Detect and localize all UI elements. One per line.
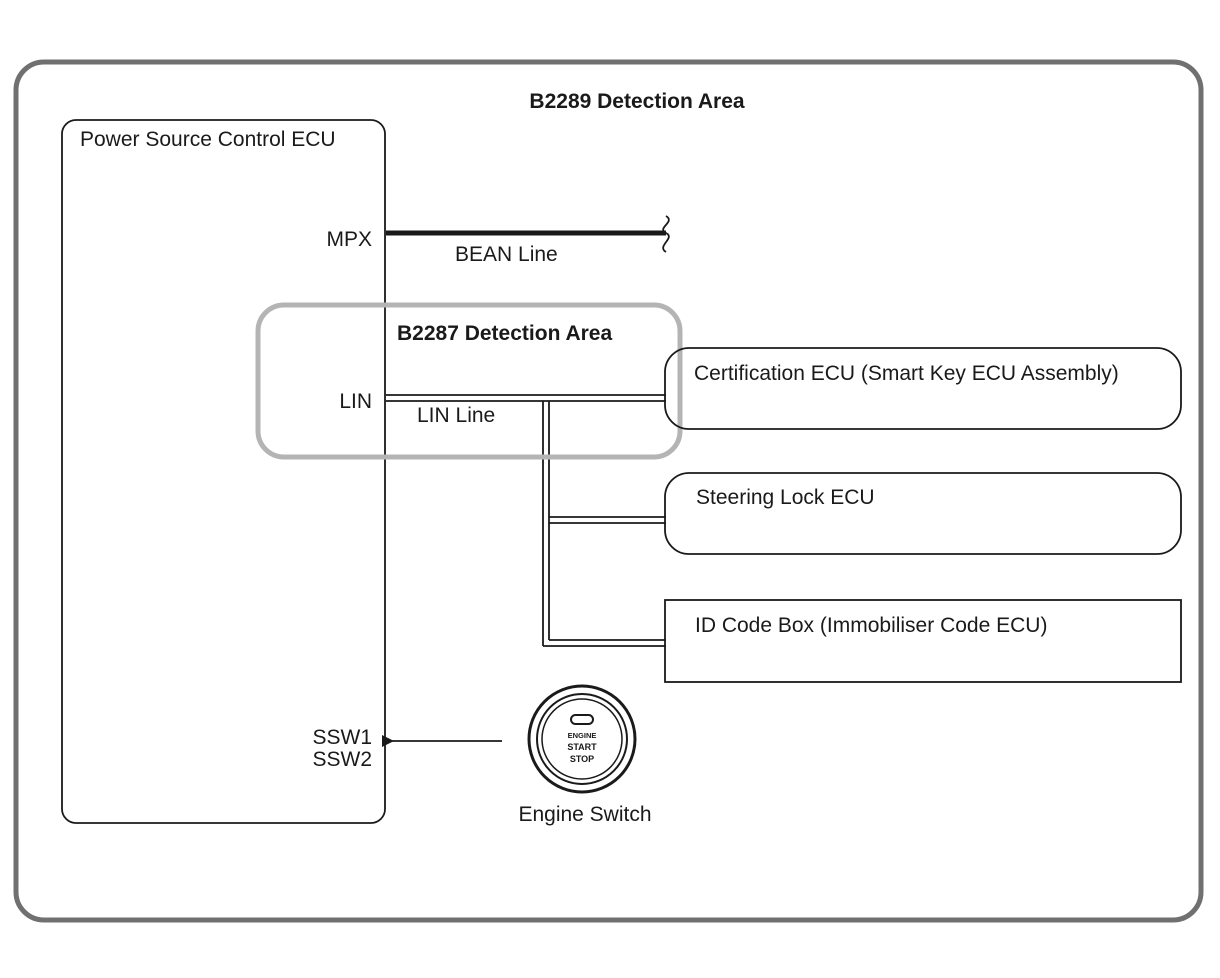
steering-lock-ecu-label: Steering Lock ECU [696, 486, 875, 509]
bean-line-label: BEAN Line [455, 243, 558, 266]
engine-switch-icon: ENGINE START STOP [527, 684, 637, 794]
svg-text:STOP: STOP [570, 754, 594, 764]
pin-ssw1: SSW1 [312, 726, 372, 749]
lin-line-label: LIN Line [417, 404, 495, 427]
b2287-detection-area-frame [255, 302, 683, 460]
svg-text:START: START [567, 742, 597, 752]
pin-ssw2: SSW2 [312, 748, 372, 771]
certification-ecu-label: Certification ECU (Smart Key ECU Assembl… [694, 362, 1119, 385]
b2289-detection-area-frame [13, 59, 1204, 923]
id-code-box [664, 599, 1182, 683]
steering-lock-ecu-box [664, 472, 1182, 555]
lin-line-bus [386, 394, 666, 647]
certification-ecu-box [664, 347, 1182, 430]
power-source-ecu-box [61, 119, 386, 824]
pin-mpx: MPX [326, 228, 372, 251]
b2287-detection-area-title: B2287 Detection Area [397, 322, 612, 345]
bean-line-break-icon [662, 215, 670, 253]
id-code-box-label: ID Code Box (Immobiliser Code ECU) [695, 614, 1047, 637]
power-source-ecu-title: Power Source Control ECU [80, 128, 336, 151]
b2289-detection-area-title: B2289 Detection Area [529, 90, 744, 113]
svg-text:ENGINE: ENGINE [568, 731, 597, 740]
engine-switch-label: Engine Switch [518, 803, 651, 826]
pin-lin: LIN [339, 390, 372, 413]
